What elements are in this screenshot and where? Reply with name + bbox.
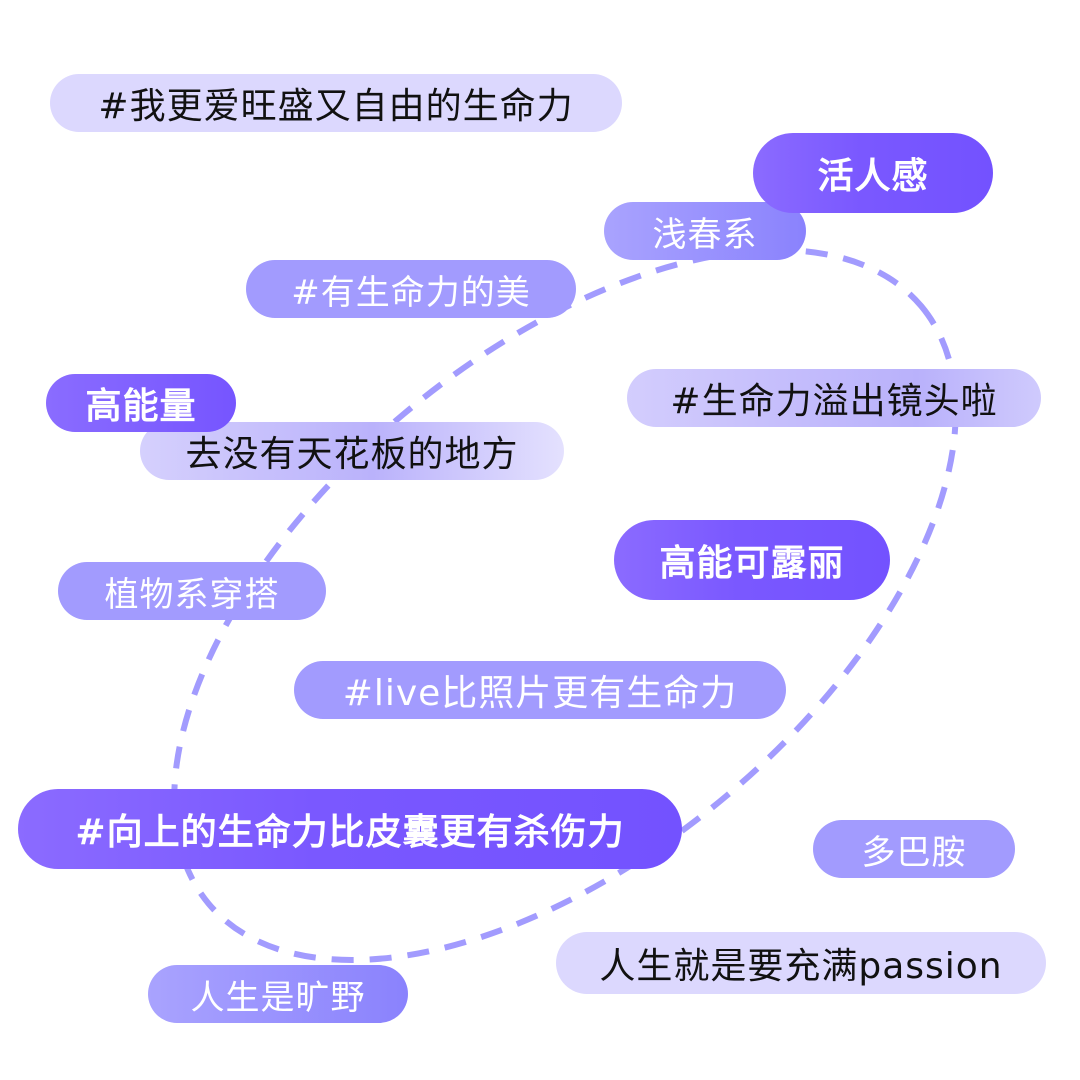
tag-label: 高能量 <box>85 386 197 427</box>
tag-label: #live比照片更有生命力 <box>342 673 738 714</box>
tag-label: #有生命力的美 <box>291 272 531 313</box>
tag-label: 高能可露丽 <box>659 543 845 584</box>
tag-upward-vitality-beats-looks[interactable]: #向上的生命力比皮囊更有杀伤力 <box>18 789 682 869</box>
tag-botanical-outfit[interactable]: 植物系穿搭 <box>58 562 326 620</box>
tag-label: 去没有天花板的地方 <box>185 434 519 475</box>
tag-label: #生命力溢出镜头啦 <box>670 381 998 422</box>
tag-label: 多巴胺 <box>861 832 967 873</box>
tag-label: 活人感 <box>817 156 929 197</box>
tag-living-person-vibe[interactable]: 活人感 <box>753 133 993 213</box>
tag-vitality-overflowing-lens[interactable]: #生命力溢出镜头啦 <box>627 369 1041 427</box>
tag-label: #向上的生命力比皮囊更有杀伤力 <box>75 812 625 853</box>
tag-label: 植物系穿搭 <box>104 574 280 615</box>
tag-live-photo-vitality[interactable]: #live比照片更有生命力 <box>294 661 786 719</box>
tag-early-spring-style[interactable]: 浅春系 <box>604 202 806 260</box>
tag-life-full-of-passion[interactable]: 人生就是要充满passion <box>556 932 1046 994</box>
tag-vibrant-free-vitality[interactable]: #我更爱旺盛又自由的生命力 <box>50 74 622 132</box>
tag-label: 人生是旷野 <box>190 977 366 1018</box>
tag-high-energy-canele[interactable]: 高能可露丽 <box>614 520 890 600</box>
tag-label: #我更爱旺盛又自由的生命力 <box>98 86 574 127</box>
tag-vital-beauty[interactable]: #有生命力的美 <box>246 260 576 318</box>
tag-dopamine[interactable]: 多巴胺 <box>813 820 1015 878</box>
tag-label: 浅春系 <box>652 214 758 255</box>
tag-life-is-wilderness[interactable]: 人生是旷野 <box>148 965 408 1023</box>
tag-high-energy[interactable]: 高能量 <box>46 374 236 432</box>
tag-label: 人生就是要充满passion <box>599 946 1003 987</box>
